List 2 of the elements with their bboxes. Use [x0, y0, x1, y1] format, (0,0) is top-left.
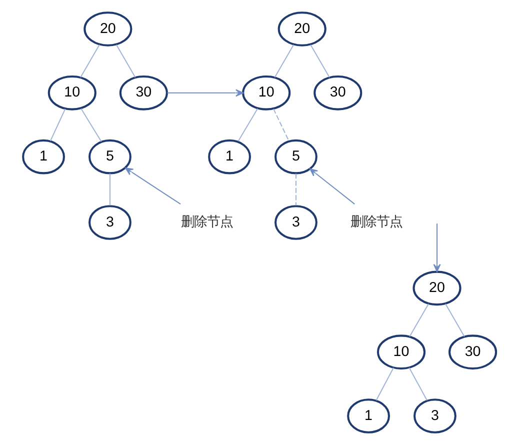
node-text: 删除节点 [180, 214, 233, 229]
node-text: 删除节点 [350, 214, 402, 229]
